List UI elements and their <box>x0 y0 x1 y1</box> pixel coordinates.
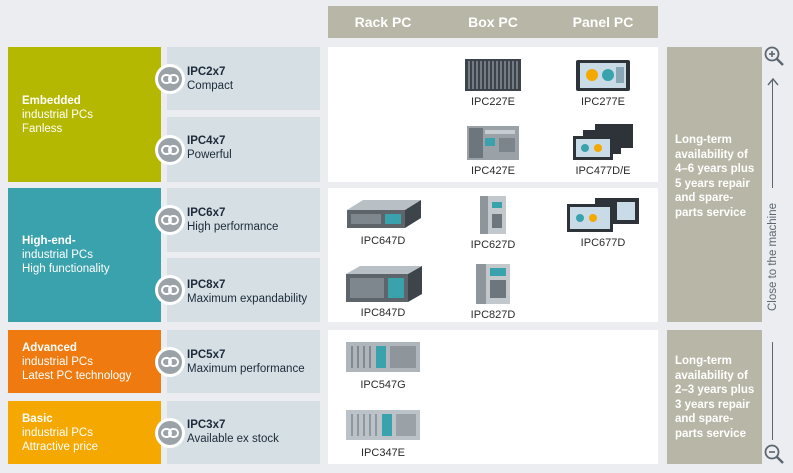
column-header-box-pc: Box PC <box>468 14 518 30</box>
row-name: IPC4x7 <box>187 135 226 147</box>
scale-line-top <box>772 80 773 188</box>
group-line: High functionality <box>22 263 110 275</box>
link-icon[interactable] <box>155 346 185 377</box>
availability-line: 2–3 years plus <box>675 384 755 396</box>
row-desc: Available ex stock <box>187 433 279 445</box>
product-label: IPC427E <box>470 165 516 177</box>
group-line: Fanless <box>22 122 63 135</box>
product-label: IPC547G <box>360 379 406 391</box>
product-label: IPC227E <box>470 96 516 108</box>
panel-pc-image <box>567 198 639 232</box>
availability-box-top: Long-term availability of 4–6 years plus… <box>667 47 762 322</box>
availability-line: Long-term <box>675 355 732 367</box>
row-name: IPC2x7 <box>187 66 226 78</box>
arrow-up-icon <box>767 77 779 86</box>
availability-line: and spare- <box>675 413 734 425</box>
product-ipc477de[interactable]: IPC477D/E <box>558 122 648 177</box>
availability-box-bottom: Long-term availability of 2–3 years plus… <box>667 330 762 464</box>
link-icon[interactable] <box>155 63 185 94</box>
row-desc: Maximum expandability <box>187 293 308 305</box>
product-ipc227e[interactable]: IPC227E <box>448 57 538 108</box>
product-label: IPC627D <box>470 239 516 251</box>
availability-line: availability of <box>675 369 748 382</box>
product-ipc427e[interactable]: IPC427E <box>448 122 538 177</box>
panel-pc-image <box>576 60 630 91</box>
group-title: Embedded <box>22 94 81 107</box>
availability-line: and spare- <box>675 192 734 204</box>
group-title: High-end- <box>22 235 76 247</box>
row-desc: Maximum performance <box>187 363 305 375</box>
row-name: IPC5x7 <box>187 349 226 361</box>
column-header-bar <box>328 6 658 38</box>
group-line: industrial PCs <box>22 108 93 121</box>
rack-pc-image <box>346 342 420 372</box>
group-line: industrial PCs <box>22 426 93 439</box>
group-basic: Basic industrial PCs Attractive price <box>8 401 161 464</box>
row-desc: Compact <box>187 80 234 92</box>
row-desc: Powerful <box>187 149 232 161</box>
link-icon[interactable] <box>155 205 185 235</box>
link-icon[interactable] <box>155 275 185 305</box>
product-ipc647d[interactable]: IPC647D <box>338 196 428 247</box>
column-header-panel-pc: Panel PC <box>572 14 634 30</box>
product-ipc627d[interactable]: IPC627D <box>448 194 538 251</box>
box-pc-image <box>476 264 510 304</box>
product-label: IPC677D <box>580 237 626 249</box>
link-icon[interactable] <box>155 134 185 165</box>
product-label: IPC827D <box>470 309 516 321</box>
group-line: industrial PCs <box>22 355 93 368</box>
product-label: IPC347E <box>360 447 406 459</box>
group-title: Basic <box>22 412 53 425</box>
zoom-out-icon[interactable] <box>763 443 785 465</box>
box-pc-image <box>480 196 506 234</box>
column-header-rack-pc: Rack PC <box>354 14 412 30</box>
product-ipc347e[interactable]: IPC347E <box>338 406 428 459</box>
product-label: IPC277E <box>580 96 626 108</box>
product-label: IPC847D <box>360 307 406 319</box>
group-line: Attractive price <box>22 440 99 453</box>
product-ipc677d[interactable]: IPC677D <box>558 196 648 249</box>
availability-line: parts service <box>675 427 746 440</box>
availability-line: parts service <box>675 206 746 219</box>
product-label: IPC477D/E <box>575 165 631 177</box>
panel-pc-image <box>573 124 633 160</box>
product-ipc847d[interactable]: IPC847D <box>338 262 428 319</box>
group-line: industrial PCs <box>22 249 93 261</box>
availability-line: 4–6 years plus <box>675 163 755 175</box>
group-title: Advanced <box>22 341 77 354</box>
product-ipc547g[interactable]: IPC547G <box>338 338 428 391</box>
scale-line-bottom <box>772 342 773 440</box>
group-line: Latest PC technology <box>22 369 132 382</box>
product-label: IPC647D <box>360 235 406 247</box>
row-name: IPC6x7 <box>187 207 226 219</box>
availability-line: Long-term <box>675 134 732 146</box>
row-desc: High performance <box>187 221 279 233</box>
box-pc-image <box>465 59 521 91</box>
product-ipc277e[interactable]: IPC277E <box>558 57 648 108</box>
rack-pc-image <box>346 410 420 440</box>
product-ipc827d[interactable]: IPC827D <box>448 262 538 321</box>
zoom-in-icon[interactable] <box>763 45 785 67</box>
close-to-machine-label: Close to the machine <box>767 202 779 312</box>
group-advanced: Advanced industrial PCs Latest PC techno… <box>8 330 161 393</box>
group-embedded: Embedded industrial PCs Fanless <box>8 47 161 182</box>
row-name: IPC3x7 <box>187 419 226 431</box>
rack-pc-image <box>347 200 421 228</box>
row-name: IPC8x7 <box>187 279 226 291</box>
group-high-end: High-end- industrial PCs High functional… <box>8 188 161 322</box>
availability-line: 5 years repair <box>675 177 750 190</box>
box-pc-image <box>467 126 519 160</box>
link-icon[interactable] <box>155 417 185 448</box>
availability-line: availability of <box>675 148 748 161</box>
availability-line: 3 years repair <box>675 398 750 411</box>
rack-pc-image <box>346 266 422 302</box>
